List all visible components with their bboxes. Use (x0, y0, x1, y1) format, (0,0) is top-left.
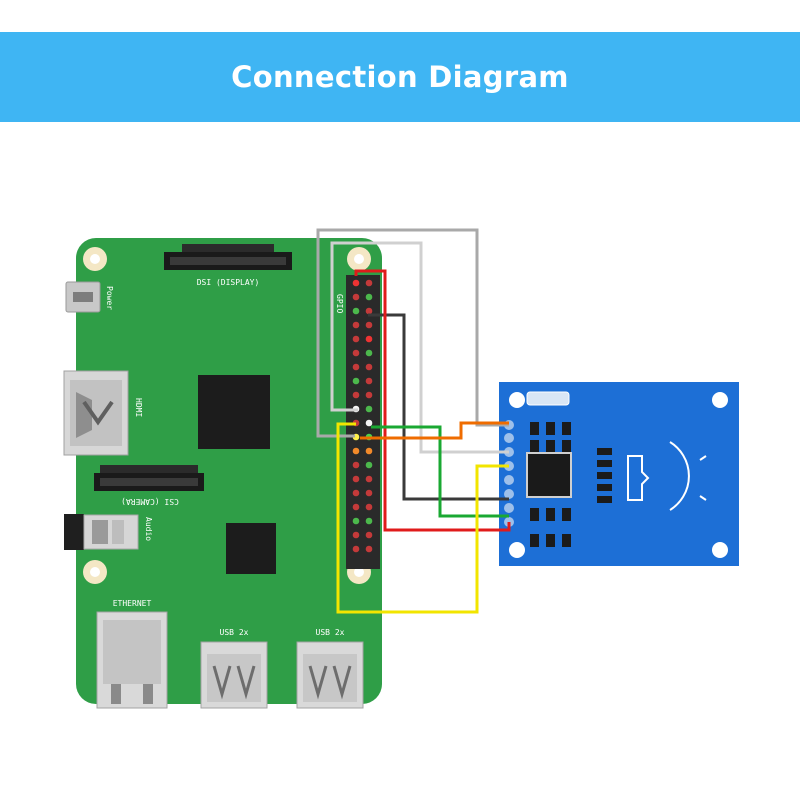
gpio-pin (365, 531, 373, 539)
gpio-pin (352, 489, 360, 497)
ethernet-label: ETHERNET (113, 599, 152, 608)
wire-red (354, 269, 511, 532)
gpio-pin (365, 503, 373, 511)
power-port: Power (65, 281, 114, 313)
wire-yellow (336, 422, 509, 614)
rfid-ic (526, 452, 572, 498)
wire-green (371, 425, 509, 518)
gpio-pin (365, 321, 373, 329)
gpio-pin (365, 405, 373, 413)
crystal (526, 391, 570, 406)
gpio-pin (365, 461, 373, 469)
antenna-coil (627, 441, 707, 511)
gpio-pin (352, 391, 360, 399)
rfid-components (530, 422, 612, 547)
gpio-pin (365, 349, 373, 357)
audio-label: Audio (144, 517, 153, 541)
power-label: Power (105, 286, 114, 310)
audio-jack: Audio (64, 514, 153, 550)
gpio-pin (352, 461, 360, 469)
hdmi-label: HDMI (134, 398, 143, 417)
gpio-pin (352, 293, 360, 301)
gpio-pin (365, 363, 373, 371)
wire-white (330, 241, 509, 454)
gpio-pin (365, 517, 373, 525)
gpio-pin (365, 391, 373, 399)
csi-label: CSI (CAMERA) (121, 497, 179, 506)
gpio-pin (352, 377, 360, 385)
usb1-label: USB 2x (220, 628, 249, 637)
gpio-pin (352, 363, 360, 371)
gpio-pin (365, 377, 373, 385)
gpio-pin (352, 321, 360, 329)
cpu-chip (198, 375, 270, 449)
gpio-label: GPIO (335, 294, 344, 313)
ethernet-port: ETHERNET (96, 599, 168, 709)
dsi-connector: DSI (DISPLAY) (164, 244, 292, 287)
raspberry-pi-board: Power DSI (DISPLAY) HDMI CSI (CAMERA) (63, 238, 382, 709)
gpio-pin (352, 335, 360, 343)
gpio-pin (352, 545, 360, 553)
pcb (76, 238, 382, 704)
usb-port-1: USB 2x (200, 628, 268, 709)
gpio-pin (365, 307, 373, 315)
gpio-pin (352, 475, 360, 483)
dsi-label: DSI (DISPLAY) (197, 278, 260, 287)
gpio-pin (365, 293, 373, 301)
usb-port-2: USB 2x (296, 628, 364, 709)
gpio-pin (365, 447, 373, 455)
gpio-pin (352, 349, 360, 357)
wire-orange (360, 421, 509, 440)
gpio-pin (365, 489, 373, 497)
gpio-pin (365, 335, 373, 343)
csi-connector: CSI (CAMERA) (94, 465, 204, 506)
gpio-pin (352, 307, 360, 315)
gpio-pin (352, 531, 360, 539)
rfid-mounting-holes (509, 392, 728, 558)
gpio-pin (365, 279, 373, 287)
gpio-pin (365, 419, 373, 427)
wires (316, 228, 511, 614)
usb-controller-chip (226, 523, 276, 574)
gpio-pin (352, 447, 360, 455)
gpio-header: GPIO (335, 275, 380, 569)
gpio-pin (365, 545, 373, 553)
title-banner: Connection Diagram (0, 32, 800, 122)
page-title: Connection Diagram (231, 60, 569, 94)
usb2-label: USB 2x (316, 628, 345, 637)
gpio-pin (352, 503, 360, 511)
rfid-reader-board (499, 382, 739, 566)
gpio-pin (365, 475, 373, 483)
gpio-pin (352, 279, 360, 287)
wire-gray (316, 228, 509, 438)
hdmi-port: HDMI (63, 370, 143, 456)
gpio-pin (352, 517, 360, 525)
